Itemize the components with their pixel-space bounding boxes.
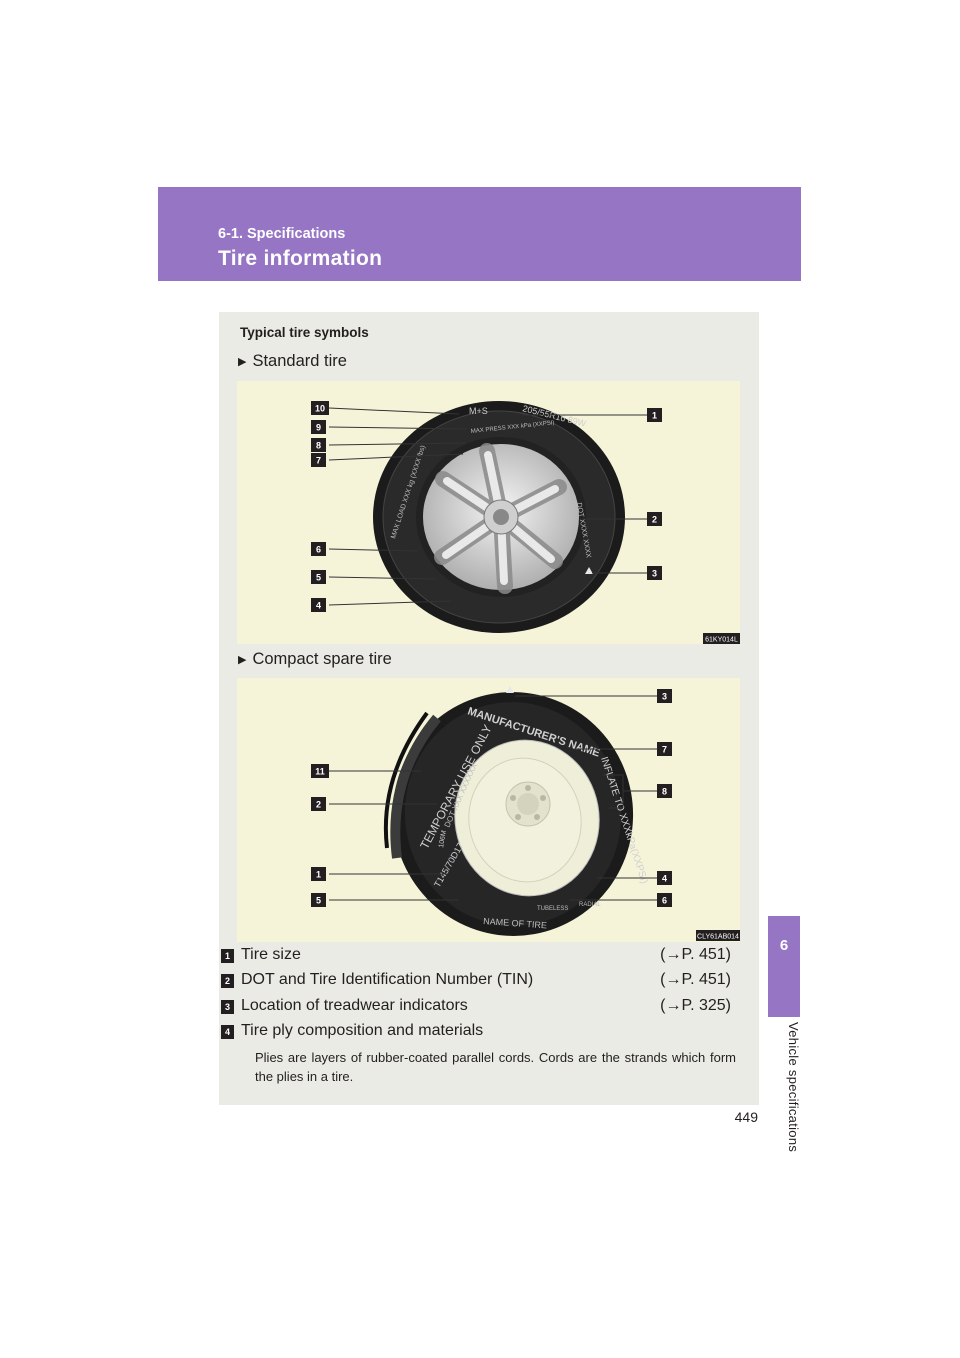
svg-text:2: 2 (652, 515, 657, 525)
page-title: Tire information (218, 247, 383, 270)
standard-tire-label: Standard tire (252, 352, 347, 370)
item-number-badge: 4 (221, 1025, 234, 1039)
svg-text:7: 7 (316, 456, 321, 466)
svg-text:6: 6 (316, 545, 321, 555)
chapter-tab[interactable]: 6 (768, 916, 800, 1017)
svg-text:M+S: M+S (469, 406, 488, 416)
svg-text:3: 3 (652, 569, 657, 579)
item-number-badge: 1 (221, 949, 234, 963)
svg-text:7: 7 (662, 745, 667, 755)
standard-tire-subhead: ▶ Standard tire (238, 352, 347, 371)
list-item: 4 Tire ply composition and materials (219, 1022, 759, 1044)
page-reference-link[interactable]: (→P. 325) (660, 997, 731, 1014)
chapter-number: 6 (779, 937, 789, 954)
svg-text:61KY014L: 61KY014L (705, 637, 738, 644)
section-label: 6-1. Specifications (218, 226, 346, 242)
svg-text:RADIAL: RADIAL (579, 902, 601, 908)
tire-symbols-panel: Typical tire symbols ▶ Standard tire (219, 312, 759, 1105)
item-number-badge: 3 (221, 1000, 234, 1014)
svg-text:1: 1 (652, 411, 657, 421)
ply-note: Plies are layers of rubber-coated parall… (255, 1050, 736, 1084)
svg-text:CLY61AB014: CLY61AB014 (697, 934, 739, 941)
svg-text:5: 5 (316, 896, 321, 906)
svg-text:5: 5 (316, 573, 321, 583)
svg-text:4: 4 (662, 874, 667, 884)
list-item: 2 DOT and Tire Identification Number (TI… (219, 971, 759, 993)
list-item: 3 Location of treadwear indicators (→P. … (219, 997, 759, 1019)
svg-text:8: 8 (316, 441, 321, 451)
svg-text:6: 6 (662, 896, 667, 906)
standard-tire-figure: M+S 205/55R16 89W DOT XXXX XXXX MAX LOAD… (237, 381, 740, 644)
item-text: Tire size (241, 946, 301, 963)
item-text: Tire ply composition and materials (241, 1022, 484, 1039)
page-reference-link[interactable]: (→P. 451) (660, 971, 731, 988)
svg-text:4: 4 (316, 601, 321, 611)
svg-text:9: 9 (316, 423, 321, 433)
svg-text:3: 3 (662, 692, 667, 702)
svg-text:106M: 106M (438, 830, 448, 849)
svg-text:TUBELESS: TUBELESS (537, 906, 568, 912)
section-header: 6-1. Specifications Tire information (158, 187, 801, 281)
page-number: 449 (734, 1109, 758, 1125)
spare-tire-illustration: MANUFACTURER'S NAME TEMPORARY USE ONLY I… (383, 686, 650, 936)
svg-text:1: 1 (316, 870, 321, 880)
item-text: Location of treadwear indicators (241, 997, 468, 1014)
spare-tire-subhead: ▶ Compact spare tire (238, 650, 392, 669)
svg-text:11: 11 (315, 767, 325, 777)
chapter-label: Vehicle specifications (786, 1022, 801, 1153)
svg-text:10: 10 (315, 404, 325, 414)
svg-text:8: 8 (662, 787, 667, 797)
svg-text:NAME OF TIRE: NAME OF TIRE (483, 916, 547, 930)
list-item: 1 Tire size (→P. 451) (219, 946, 759, 968)
spare-tire-label: Compact spare tire (252, 650, 392, 668)
item-number-badge: 2 (221, 974, 234, 988)
item-text: DOT and Tire Identification Number (TIN) (241, 971, 534, 988)
triangle-arrow-icon: ▶ (238, 356, 247, 368)
svg-text:2: 2 (316, 800, 321, 810)
triangle-arrow-icon: ▶ (238, 654, 247, 666)
panel-heading: Typical tire symbols (240, 325, 369, 340)
page-reference-link[interactable]: (→P. 451) (660, 946, 731, 963)
standard-tire-illustration: M+S 205/55R16 89W DOT XXXX XXXX MAX LOAD… (373, 401, 625, 633)
spare-tire-figure: MANUFACTURER'S NAME TEMPORARY USE ONLY I… (237, 678, 740, 942)
